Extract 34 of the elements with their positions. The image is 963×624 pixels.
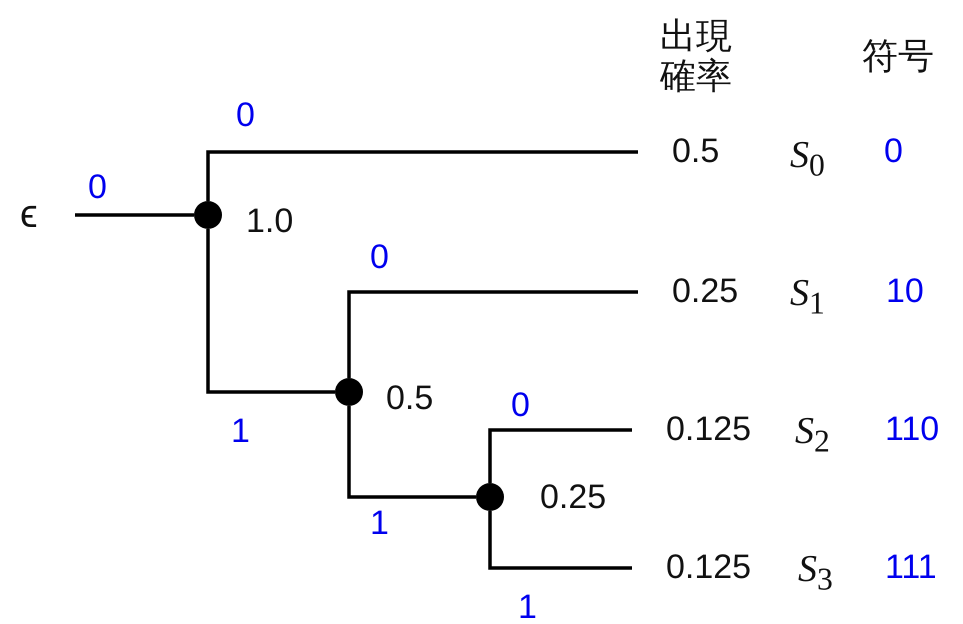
tree-branch — [488, 511, 632, 570]
symbol-label: S$_{0}$ — [790, 136, 825, 182]
code-word: 0 — [884, 134, 903, 168]
tree-branch — [347, 290, 638, 378]
column-header: 出現確率 — [660, 16, 733, 96]
probability-value: 1.0 — [246, 204, 294, 238]
edge-label: 0 — [511, 388, 530, 422]
root-symbol: ϵ — [20, 194, 50, 234]
tree-branch — [75, 213, 194, 217]
edge-label: 1 — [231, 414, 250, 448]
junction-dot — [476, 483, 504, 511]
edge-label: 0 — [370, 240, 389, 274]
edge-label: 1 — [370, 506, 389, 540]
code-word: 10 — [886, 274, 924, 308]
symbol-label: S$_{2}$ — [795, 412, 830, 458]
probability-value: 0.25 — [540, 480, 606, 514]
edge-label: 0 — [236, 98, 255, 132]
symbol-label: S$_{3}$ — [798, 550, 833, 596]
junction-dot — [335, 378, 363, 406]
probability-value: 0.5 — [386, 381, 434, 415]
edge-label: 1 — [518, 590, 537, 624]
probability-value: 0.125 — [666, 412, 764, 446]
probability-value: 0.125 — [666, 550, 764, 584]
column-header: 符号 — [862, 36, 935, 76]
probability-value: 0.25 — [672, 274, 748, 308]
tree-branch — [488, 428, 632, 483]
symbol-label: S$_{1}$ — [790, 274, 825, 320]
code-word: 111 — [885, 550, 937, 584]
tree-branch — [206, 229, 335, 394]
junction-dot — [194, 201, 222, 229]
probability-value: 0.5 — [672, 134, 726, 168]
tree-branch — [206, 150, 638, 201]
code-word: 110 — [885, 412, 940, 446]
edge-label: 0 — [88, 170, 107, 204]
